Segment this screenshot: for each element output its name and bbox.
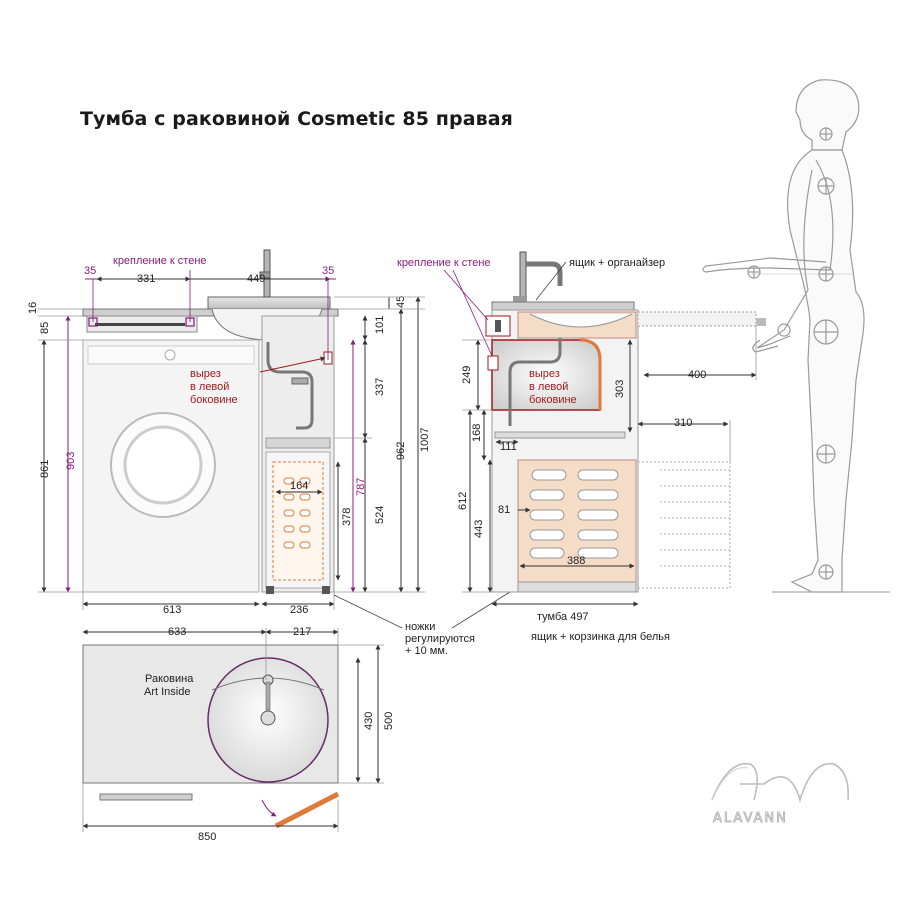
dim-16: 16 [27,302,39,314]
top-sink-label1: Раковина [145,673,194,685]
dim-861: 861 [39,460,51,478]
dim-236: 236 [290,604,308,616]
dim-101: 101 [374,316,386,334]
legs-line2: регулируются [405,633,475,645]
top-sink-label2: Art Inside [144,686,190,698]
dim-85: 85 [39,322,51,334]
dim-168: 168 [471,424,483,442]
dim-217: 217 [293,626,311,638]
dim-310: 310 [674,417,692,429]
side-drawer-organizer: ящик + органайзер [569,257,665,269]
brand-logo: ALAVANN [711,762,850,826]
side-drawer-basket: ящик + корзинка для белья [531,631,670,643]
dim-787: 787 [355,478,367,496]
front-sink-rim [207,296,331,310]
front-cutout-line1: вырез [190,368,221,380]
front-wall-label: крепление к стене [113,255,207,267]
dim-613: 613 [163,604,181,616]
legs-note: ножки регулируются + 10 мм. [333,591,511,657]
dim-81: 81 [498,504,510,516]
dim-633: 633 [168,626,186,638]
side-tumba-497: тумба 497 [537,611,589,623]
dim-164: 164 [290,480,308,492]
human-figure [702,79,890,593]
side-faucet [519,251,527,303]
dim-850: 850 [198,831,216,843]
dim-400: 400 [688,369,706,381]
dim-443: 443 [473,520,485,538]
dim-524: 524 [374,506,386,524]
dim-111: 111 [500,441,517,453]
legs-line3: + 10 мм. [405,645,448,657]
side-countertop [491,301,635,311]
dim-1007: 1007 [419,428,431,452]
dim-303: 303 [614,380,626,398]
dim-500: 500 [383,712,395,730]
dim-962: 962 [395,442,407,460]
side-cutout-line2: в левой [529,381,568,393]
dim-430: 430 [363,712,375,730]
front-view: 35 331 449 35 крепление к стене 16 85 86… [27,249,431,616]
front-wall-mount-bar [95,323,185,326]
dim-378: 378 [341,508,353,526]
dim-35-left: 35 [84,265,96,277]
front-cutout-line3: боковине [190,394,238,406]
legs-line1: ножки [405,621,435,633]
dim-35-right: 35 [322,265,334,277]
dim-249: 249 [461,366,473,384]
dim-45: 45 [395,296,407,308]
dim-612: 612 [457,492,469,510]
side-cutout-line3: боковине [529,394,577,406]
side-drain [508,338,562,426]
front-drain-pipe [266,342,314,430]
front-cutout-line2: в левой [190,381,229,393]
brand-name: ALAVANN [713,811,788,826]
page-title: Тумба с раковиной Cosmetic 85 правая [80,108,513,130]
dim-388: 388 [567,555,585,567]
side-view: крепление к стене ящик + органайзер выре… [397,251,766,643]
side-cutout-line1: вырез [529,368,560,380]
top-view: Раковина Art Inside 633 217 430 500 850 [82,626,395,843]
dim-337: 337 [374,378,386,396]
dim-903: 903 [65,452,77,470]
side-wall-label: крепление к стене [397,257,491,269]
